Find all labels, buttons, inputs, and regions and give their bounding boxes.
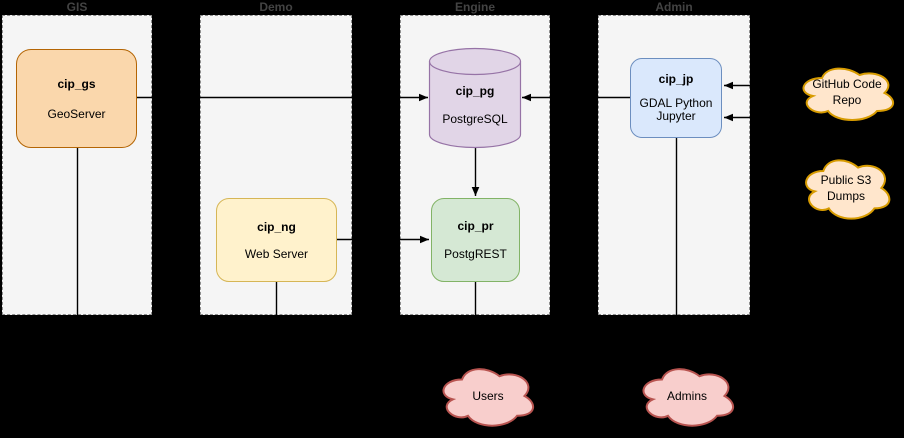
cloud-users-label: Users [438, 388, 538, 404]
node-cip-pg-label: cip_pg PostgreSQL [429, 66, 521, 144]
cloud-label-line: Users [472, 389, 504, 403]
container-label-admin: Admin [655, 0, 693, 14]
node-title: cip_gs [57, 76, 96, 91]
cloud-label-line: Public S3 [820, 173, 872, 187]
cloud-github-code-repo-label: GitHub Code Repo [797, 76, 897, 108]
container-label-gis: GIS [66, 0, 88, 14]
node-subtitle: PostgreSQL [442, 112, 508, 126]
node-title: cip_ng [257, 219, 296, 234]
node-subtitle-line: Jupyter [656, 109, 696, 123]
node-cip-gs: cip_gs GeoServer [16, 49, 137, 148]
cloud-label-line: Dumps [826, 189, 865, 203]
node-title: cip_pr [457, 219, 494, 233]
node-subtitle: PostgREST [444, 247, 507, 261]
node-subtitle: GDAL Python Jupyter [640, 97, 713, 123]
cloud-label-line: GitHub Code [812, 77, 882, 91]
node-cip-ng: cip_ng Web Server [216, 198, 337, 282]
cloud-admins-label: Admins [637, 388, 737, 404]
node-title: cip_pg [455, 84, 495, 98]
node-subtitle-line: GDAL Python [639, 96, 713, 110]
cloud-label-line: Repo [832, 93, 862, 107]
container-label-engine: Engine [454, 0, 495, 14]
cloud-label-line: Admins [666, 389, 707, 403]
container-label-demo: Demo [259, 0, 293, 14]
cloud-public-s3-dumps-label: Public S3 Dumps [796, 172, 896, 204]
node-cip-jp: cip_jp GDAL Python Jupyter [630, 58, 722, 138]
node-cip-pr: cip_pr PostgREST [431, 198, 520, 282]
node-title: cip_jp [658, 72, 694, 86]
node-subtitle: Web Server [244, 246, 309, 261]
node-subtitle: GeoServer [47, 106, 106, 121]
